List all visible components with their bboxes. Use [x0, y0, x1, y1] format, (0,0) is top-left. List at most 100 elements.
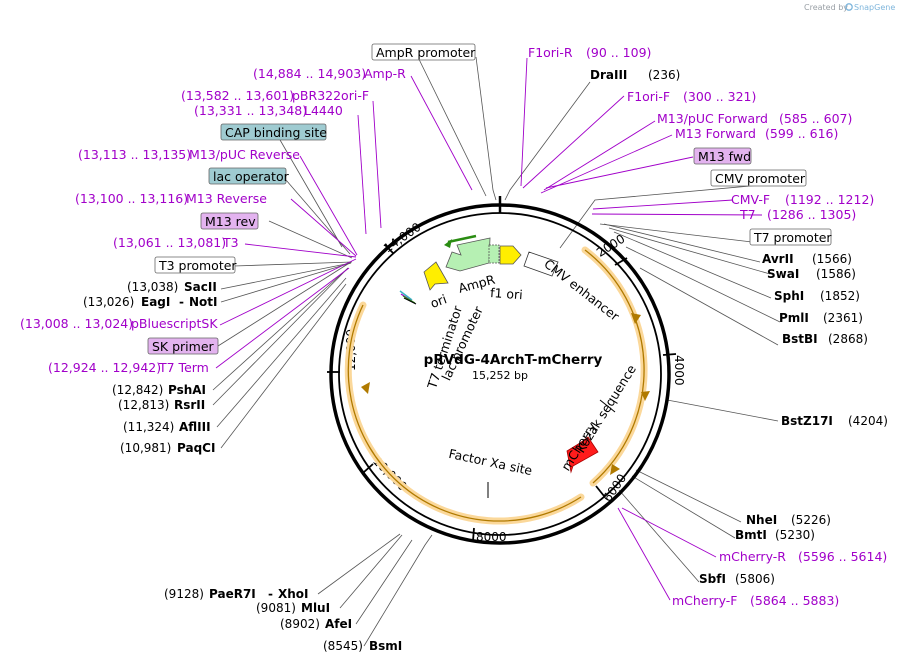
mcs-cluster-marks	[399, 290, 417, 305]
plasmid-length: 15,252 bp	[472, 369, 528, 382]
cmv-promoter-label[interactable]: CMV promoter	[715, 171, 806, 186]
t3-promoter-label[interactable]: T3 promoter	[158, 258, 237, 273]
eag1-not1-dash: -	[179, 295, 184, 309]
t3-primer-label[interactable]: T3	[222, 235, 239, 250]
mcherry-feature	[566, 436, 599, 474]
m13puc-forward-label[interactable]: M13/pUC Forward	[657, 111, 768, 126]
cap-binding-site-label[interactable]: CAP binding site	[225, 125, 327, 140]
swa1-label[interactable]: SwaI	[767, 267, 799, 281]
bmt1-label[interactable]: BmtI	[735, 528, 767, 542]
credit-text: Created by	[804, 3, 848, 12]
afl3-pos: (11,324)	[123, 420, 174, 434]
paer7-label[interactable]: PaeR7I	[209, 587, 256, 601]
leader-lines	[212, 46, 784, 647]
nhe1-label[interactable]: NheI	[746, 513, 777, 527]
cmv-enhancer-label: CMV enhancer	[541, 256, 623, 324]
nhe1-pos: (5226)	[791, 513, 831, 527]
sbf1-pos: (5806)	[735, 572, 775, 586]
rsr2-label[interactable]: RsrII	[174, 398, 205, 412]
lac-operator-box	[208, 167, 287, 185]
f1ori-r-pos: (90 .. 109)	[586, 45, 651, 60]
mcherry-f-pos: (5864 .. 5883)	[750, 593, 839, 608]
ampr-direction-arrow	[447, 234, 477, 244]
m13-rev-label[interactable]: M13 rev	[205, 214, 256, 229]
bsm1-label[interactable]: BsmI	[369, 639, 402, 653]
eag1-label[interactable]: EagI	[141, 295, 170, 309]
paqc1-pos: (10,981)	[120, 441, 171, 455]
ampr-promoter-box	[371, 43, 476, 61]
pbr322-label[interactable]: pBR322ori-F	[292, 88, 369, 103]
f1-ori-label: f1 ori	[490, 285, 524, 302]
m13-forward-primer-label[interactable]: M13 Forward	[675, 126, 756, 141]
t7-term-label[interactable]: T7 Term	[158, 360, 209, 375]
primer-leader-lines	[215, 57, 763, 601]
dra3-label[interactable]: DraIII	[590, 68, 627, 82]
lac-operator-label[interactable]: lac operator	[213, 169, 290, 184]
dra3-pos: (236)	[648, 68, 680, 82]
kozak-mark	[599, 399, 616, 413]
not1-label[interactable]: NotI	[189, 295, 218, 309]
m13puc-forward-pos: (585 .. 607)	[779, 111, 852, 126]
pbluescript-pos: (13,008 .. 13,024)	[20, 316, 133, 331]
mlu1-label[interactable]: MluI	[301, 601, 330, 615]
paer7-xho1-dash: -	[268, 587, 273, 601]
ori-label: ori	[428, 291, 448, 311]
mcherry-r-pos: (5596 .. 5614)	[798, 549, 887, 564]
t7-promoter-label[interactable]: T7 promoter	[753, 230, 832, 245]
mcherry-f-label[interactable]: mCherry-F	[672, 593, 737, 608]
afe1-label[interactable]: AfeI	[325, 617, 352, 631]
afl3-label[interactable]: AflIII	[179, 420, 211, 434]
pbluescript-label[interactable]: pBluescriptSK	[131, 316, 218, 331]
m13puc-reverse-pos: (13,113 .. 13,135)	[78, 147, 191, 162]
sbf1-label[interactable]: SbfI	[699, 572, 726, 586]
bstb1-pos: (2868)	[828, 332, 868, 346]
sk-primer-label[interactable]: SK primer	[152, 339, 215, 354]
snapgene-logo-icon	[845, 3, 853, 11]
pml1-label[interactable]: PmlI	[779, 311, 809, 325]
l4440-pos: (13,331 .. 13,348)	[194, 103, 307, 118]
l4440-label[interactable]: L4440	[304, 103, 343, 118]
tick-label-8000: 8000	[476, 530, 507, 544]
avr2-pos: (1566)	[812, 252, 852, 266]
m13-rev-box	[200, 212, 259, 230]
t3-primer-pos: (13,061 .. 13,081)	[113, 235, 226, 250]
ampr-arrowhead-icon	[444, 239, 452, 248]
m13-fwd-box	[693, 147, 752, 165]
sac2-label[interactable]: SacII	[184, 280, 217, 294]
xho1-label[interactable]: XhoI	[278, 587, 309, 601]
sph1-label[interactable]: SphI	[774, 289, 804, 303]
f1ori-r-label[interactable]: F1ori-R	[528, 45, 573, 60]
avr2-label[interactable]: AvrII	[762, 252, 794, 266]
t7-primer-label[interactable]: T7	[739, 207, 756, 222]
bstb1-label[interactable]: BstBI	[782, 332, 818, 346]
m13-fwd-label[interactable]: M13 fwd	[698, 149, 751, 164]
amp-r-label[interactable]: Amp-R	[364, 66, 406, 81]
ori-feature	[423, 261, 449, 291]
rsr2-pos: (12,813)	[118, 398, 169, 412]
ampr-promoter-feature	[488, 244, 500, 264]
t7-promoter-box	[749, 228, 832, 246]
plasmid-name: pRVdG-4ArchT-mCherry	[424, 352, 603, 368]
tick-marks	[327, 244, 677, 542]
m13-reverse-pos: (13,100 .. 13,116)	[75, 191, 188, 206]
mcherry-r-label[interactable]: mCherry-R	[719, 549, 786, 564]
paqc1-label[interactable]: PaqCI	[177, 441, 215, 455]
f1ori-f-label[interactable]: F1ori-F	[627, 89, 670, 104]
cap-binding-site-box	[220, 123, 327, 141]
eag1-pos: (13,026)	[83, 295, 134, 309]
tick-label-4000: 4000	[672, 355, 686, 386]
psha1-label[interactable]: PshAI	[168, 383, 206, 397]
cmv-f-pos: (1192 .. 1212)	[785, 192, 874, 207]
psha1-pos: (12,842)	[112, 383, 163, 397]
tick-label-14000: 14,000	[381, 220, 423, 256]
cmv-f-label[interactable]: CMV-F	[731, 192, 770, 207]
sk-primer-box	[147, 337, 219, 355]
m13puc-reverse-label[interactable]: M13/pUC Reverse	[189, 147, 300, 162]
ampr-promoter-label[interactable]: AmpR promoter	[376, 45, 476, 60]
amp-r-pos: (14,884 .. 14,903)	[253, 66, 366, 81]
f1-ori-feature	[499, 245, 522, 265]
cds-highlights	[344, 246, 650, 525]
bstz17-label[interactable]: BstZ17I	[781, 414, 833, 428]
m13-reverse-label[interactable]: M13 Reverse	[186, 191, 267, 206]
